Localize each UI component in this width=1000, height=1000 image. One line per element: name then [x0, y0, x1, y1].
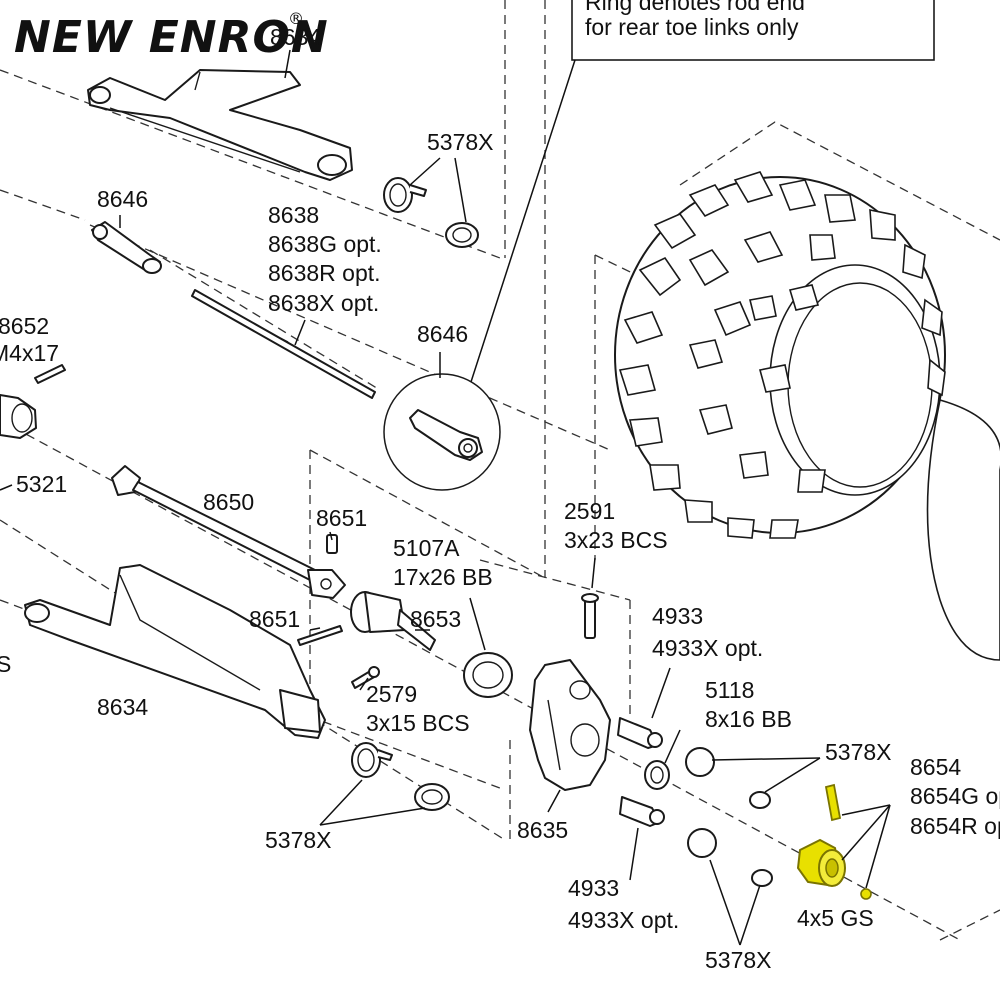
label-bushing-bottom-left: 5378X	[265, 827, 332, 853]
label-carrier: 8635	[517, 817, 568, 843]
label-pivot-bottom-2: 4933X opt.	[568, 907, 679, 933]
label-toe-link-1: 8638	[268, 202, 319, 228]
label-set-screw: 4x5 GS	[797, 905, 874, 931]
bushing-set-top	[383, 177, 479, 248]
toe-link-rod	[191, 289, 376, 399]
hex-hub-highlighted	[796, 783, 872, 900]
label-pin-8651-mid: 8651	[249, 606, 300, 632]
label-cv-left: 5321	[16, 471, 67, 497]
label-stub-axle: 8653	[410, 606, 461, 632]
upper-a-arm	[87, 69, 353, 181]
label-toe-link-3: 8638R opt.	[268, 260, 381, 286]
hex-hub-pin	[824, 783, 842, 822]
label-screw-top-2: 3x23 BCS	[564, 527, 668, 553]
label-pin-8651-top: 8651	[316, 505, 367, 531]
label-hex-hub-1: 8654	[910, 754, 961, 780]
set-screw-part	[860, 888, 872, 900]
leader-lines	[0, 49, 891, 946]
label-rod-end-ring: 8646	[417, 321, 468, 347]
pivot-4933-bottom	[619, 796, 665, 827]
brand-registered-mark: ®	[288, 9, 304, 28]
brand-name: NEW ENRON	[14, 12, 329, 63]
bushing-right-lower	[687, 828, 773, 887]
label-halfshaft: 8650	[203, 489, 254, 515]
screw-2591	[581, 593, 599, 639]
pin-8652	[34, 364, 66, 384]
label-left-edge-s: S	[0, 651, 11, 677]
label-bushing-bottom-right: 5378X	[705, 947, 772, 973]
rod-end-detail-ring	[383, 373, 501, 491]
label-hex-hub-3: 8654R opt.	[910, 813, 1000, 839]
label-pin-left-1: 8652	[0, 313, 49, 339]
label-rod-end-upper: 8646	[97, 186, 148, 212]
note-line-2: for rear toe links only	[585, 14, 799, 40]
note-box: Ring denotes rod end for rear toe links …	[469, 0, 935, 386]
label-screw-mid-2: 3x15 BCS	[366, 710, 470, 736]
label-a-arm-lower: 8634	[97, 694, 148, 720]
bushing-set-bottom	[351, 742, 450, 811]
bearing-small	[644, 760, 670, 790]
part-labels: 8634 5378X 8646 8638 8638G opt. 8638R op…	[0, 24, 1000, 973]
pin-8651-mid	[297, 625, 343, 646]
bushing-right-upper	[685, 747, 771, 809]
label-pivot-bottom-1: 4933	[568, 875, 619, 901]
label-pin-left-2: M4x17	[0, 340, 59, 366]
label-screw-mid-1: 2579	[366, 681, 417, 707]
label-bearing-large-2: 17x26 BB	[393, 564, 493, 590]
cv-cup-left	[0, 394, 37, 439]
note-line-1: Ring denotes rod end	[585, 0, 805, 15]
label-pivot-top-2: 4933X opt.	[652, 635, 763, 661]
bearing-large	[463, 652, 513, 698]
lower-a-arm	[24, 564, 326, 739]
label-bearing-small-1: 5118	[705, 677, 754, 703]
label-toe-link-4: 8638X opt.	[268, 290, 379, 316]
halfshaft	[111, 465, 346, 599]
hub-carrier	[529, 659, 611, 791]
label-hex-hub-2: 8654G opt.	[910, 783, 1000, 809]
brand-logo: NEW ENRON ®	[14, 9, 329, 63]
rod-end-upper	[91, 221, 162, 274]
pivot-4933-top	[617, 717, 663, 749]
label-bearing-small-2: 8x16 BB	[705, 706, 792, 732]
label-bushing-right: 5378X	[825, 739, 892, 765]
stub-axle	[350, 591, 436, 651]
label-pivot-top-1: 4933	[652, 603, 703, 629]
screw-2579	[351, 666, 380, 689]
label-toe-link-2: 8638G opt.	[268, 231, 382, 257]
tire-wheel	[614, 171, 1000, 661]
label-bearing-large-1: 5107A	[393, 535, 460, 561]
pin-8651-top	[326, 534, 338, 554]
label-screw-top-1: 2591	[564, 498, 615, 524]
label-bushing-top: 5378X	[427, 129, 494, 155]
label-a-arm-upper: 8634	[270, 24, 321, 50]
tire-tread-blocks	[618, 171, 946, 539]
